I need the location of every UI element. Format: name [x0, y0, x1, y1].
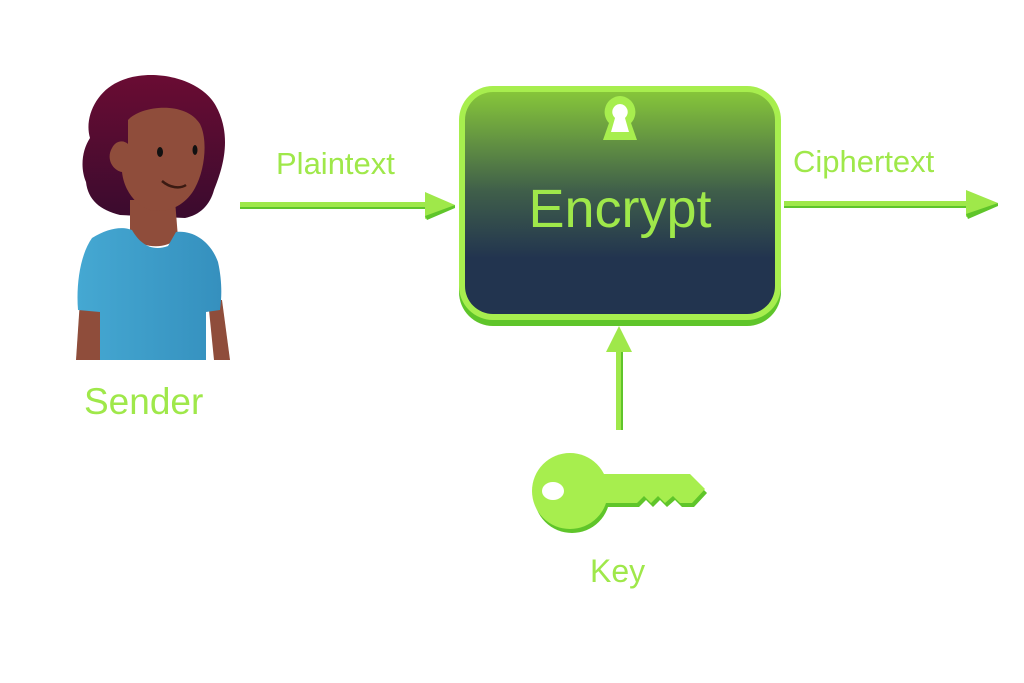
ciphertext-arrow [784, 190, 998, 219]
arm-right [208, 300, 230, 360]
plaintext-label: Plaintext [276, 146, 395, 181]
plaintext-arrow [240, 192, 455, 220]
sender-figure [76, 74, 230, 360]
mouth [161, 180, 187, 189]
encrypt-box [459, 86, 781, 326]
key-label: Key [590, 553, 646, 589]
face [109, 107, 205, 211]
ciphertext-label: Ciphertext [793, 144, 935, 179]
shirt [77, 228, 222, 360]
key-icon [532, 453, 707, 533]
arm-left [76, 300, 104, 360]
eye-right [192, 145, 198, 155]
neck [130, 200, 178, 247]
encrypt-label: Encrypt [528, 179, 712, 239]
keyhole-icon [603, 96, 637, 140]
sender-label: Sender [84, 381, 204, 422]
key-arrow [606, 326, 632, 430]
eye-left [157, 147, 163, 157]
